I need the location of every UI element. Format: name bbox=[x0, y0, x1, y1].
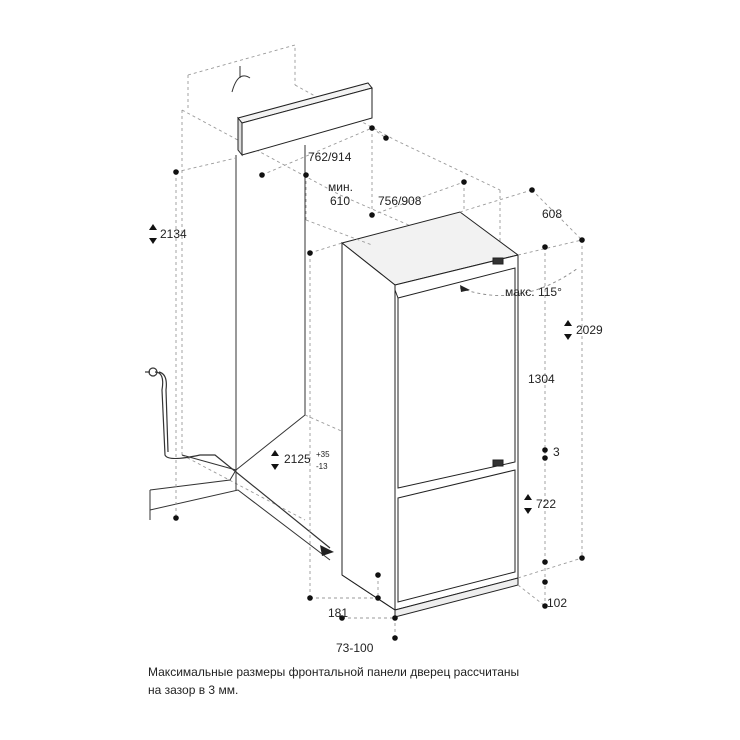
label-min-depth: 610 bbox=[330, 194, 350, 208]
label-height-total: 2134 bbox=[160, 227, 187, 241]
label-freezer-door-height: 722 bbox=[536, 497, 556, 511]
label-door-gap: 3 bbox=[553, 445, 560, 459]
refrigerator bbox=[340, 211, 520, 618]
label-niche-height-plus: +35 bbox=[316, 450, 330, 459]
label-niche-height-minus: -13 bbox=[316, 462, 328, 471]
label-plinth-height: 102 bbox=[547, 596, 567, 610]
dimension-dots bbox=[173, 125, 585, 641]
fridge-door bbox=[397, 267, 516, 489]
arrow-updown-icon bbox=[524, 494, 532, 514]
ceiling-light-icon bbox=[231, 66, 251, 93]
niche-walls bbox=[149, 145, 331, 561]
freezer-door bbox=[397, 469, 516, 603]
label-unit-height: 2029 bbox=[576, 323, 603, 337]
door-swing-arrow-icon bbox=[460, 285, 470, 292]
label-unit-depth: 608 bbox=[542, 207, 562, 221]
door-swing-arc bbox=[459, 267, 579, 297]
height-arrows bbox=[149, 224, 572, 514]
top-decor-panel bbox=[237, 82, 373, 157]
arrow-updown-icon bbox=[564, 320, 572, 340]
label-niche-height: 2125 bbox=[284, 452, 311, 466]
label-fridge-door-height: 1304 bbox=[528, 372, 555, 386]
label-door-angle: макс. 115° bbox=[505, 285, 562, 299]
arrow-updown-icon bbox=[271, 450, 279, 470]
label-min-depth-prefix: мин. bbox=[328, 180, 353, 194]
dimension-lines bbox=[175, 127, 583, 638]
label-unit-width: 756/908 bbox=[378, 194, 422, 208]
label-plinth-depth: 181 bbox=[328, 606, 348, 620]
caption-line-1: Максимальные размеры фронтальной панели … bbox=[148, 665, 520, 679]
caption: Максимальные размеры фронтальной панели … bbox=[148, 663, 588, 699]
water-hose bbox=[145, 367, 331, 549]
label-niche-width: 762/914 bbox=[308, 150, 352, 164]
water-flow-arrow-icon bbox=[320, 545, 334, 556]
arrow-updown-icon bbox=[149, 224, 157, 244]
label-plinth-offset: 73-100 bbox=[336, 641, 374, 655]
caption-line-2: на зазор в 3 мм. bbox=[148, 683, 239, 697]
